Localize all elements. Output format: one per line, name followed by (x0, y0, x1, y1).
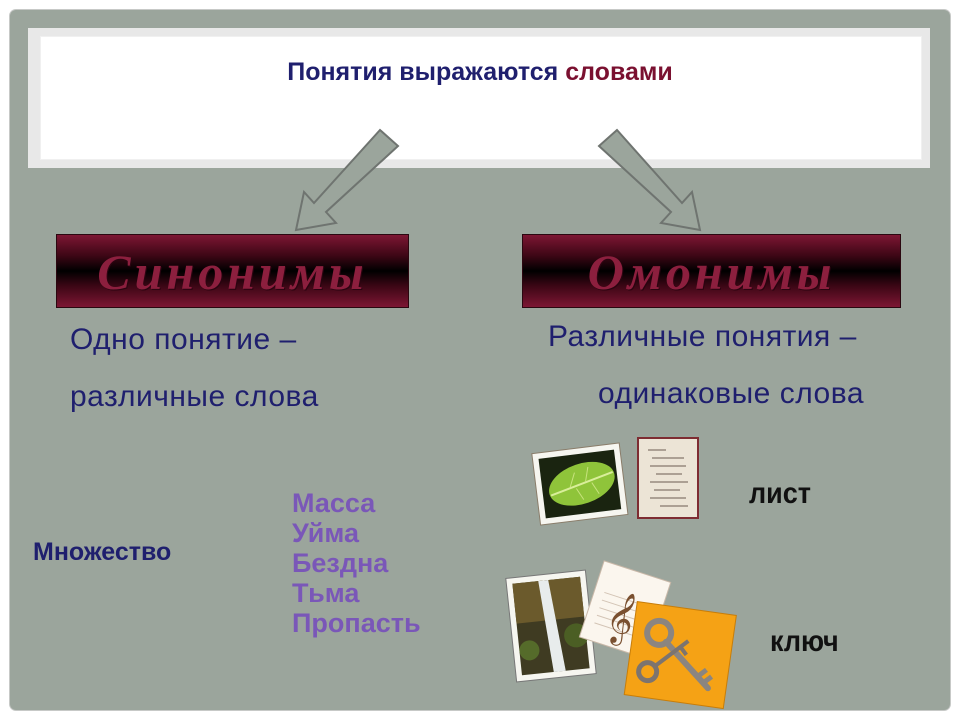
leaf-picture (531, 442, 629, 526)
homonyms-heading-box: Омонимы (522, 234, 901, 308)
title-accent-word: словами (565, 58, 673, 86)
paper-sheet-picture (637, 437, 699, 519)
arrow-left-icon (294, 128, 400, 232)
synonym-word: Бездна (292, 548, 389, 578)
synonym-word: Масса (292, 488, 376, 518)
waterfall-picture (505, 569, 597, 683)
homonyms-definition-line1: Различные понятия – (548, 320, 857, 353)
homonyms-heading: Омонимы (587, 244, 836, 300)
synonym-word: Тьма (292, 578, 360, 608)
synonym-word: Уйма (292, 518, 359, 548)
key-picture (623, 600, 737, 710)
arrow-right-icon (597, 128, 702, 232)
synonyms-heading-box: Синонимы (56, 234, 409, 308)
synonyms-heading: Синонимы (97, 244, 368, 300)
synonym-word: Пропасть (292, 608, 421, 638)
synonyms-word-list: Масса Уйма Бездна Тьма Пропасть (292, 488, 421, 638)
homonyms-definition-line2: одинаковые слова (598, 377, 865, 410)
homonym-word-key: ключ (770, 625, 839, 658)
synonyms-main-word: Множество (33, 538, 172, 566)
title-text: Понятия выражаются (287, 58, 559, 86)
synonyms-definition-line2: различные слова (70, 380, 319, 413)
homonym-word-list: лист (749, 477, 812, 510)
slide-title: Понятия выражаются словами (40, 58, 920, 87)
synonyms-definition-line1: Одно понятие – (70, 323, 297, 356)
title-panel (40, 36, 922, 160)
